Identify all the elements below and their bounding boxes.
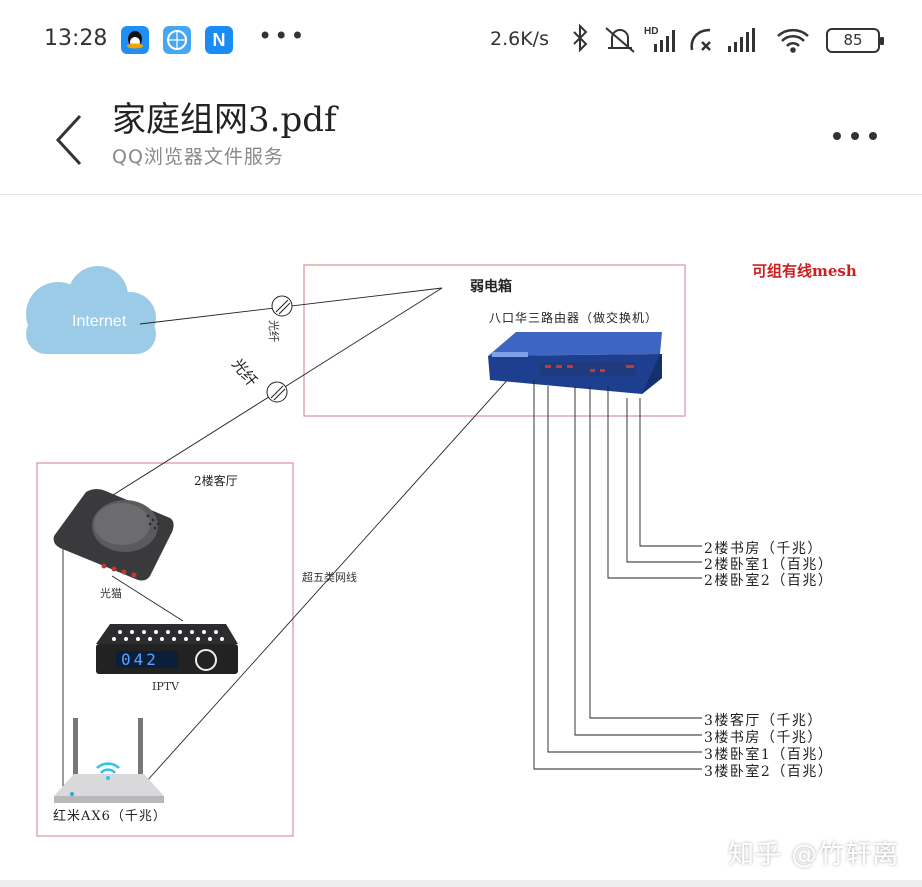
status-more-icon: ••• (258, 22, 307, 50)
port-3f-study: 3楼书房（千兆） (704, 730, 823, 746)
weak-box-title: 弱电箱 (470, 279, 512, 295)
port-lines (533, 380, 702, 770)
back-icon[interactable] (50, 110, 90, 170)
router-title: 八口华三路由器（做交换机） (489, 311, 659, 325)
mesh-note: 可组有线mesh (752, 262, 857, 280)
status-icons: HD (573, 23, 809, 53)
watermark: 知乎 @竹轩离 (728, 840, 900, 870)
page-subtitle: QQ浏览器文件服务 (112, 146, 284, 168)
port-3f-bedroom1: 3楼卧室1（百兆） (704, 747, 834, 763)
more-icon[interactable] (825, 124, 885, 148)
call-icon (690, 28, 711, 51)
browser-icon (163, 26, 191, 54)
mute-icon (605, 27, 635, 53)
wifi-icon (777, 28, 809, 53)
bottom-strip (0, 880, 922, 887)
cat5e-label: 超五类网线 (302, 571, 357, 584)
living-room-frame (36, 462, 294, 837)
signal-icon: HD (644, 26, 675, 52)
switch-device-icon (488, 332, 662, 394)
app-header: 家庭组网3.pdf QQ浏览器文件服务 (0, 80, 922, 195)
port-3f-living: 3楼客厅（千兆） (704, 713, 823, 729)
fiber-label-1: 光纤 (267, 320, 280, 342)
optical-modem-label: 光猫 (100, 587, 122, 600)
qq-icon (121, 26, 149, 54)
port-2f-bedroom1: 2楼卧室1（百兆） (704, 557, 834, 573)
n-app-icon: N (205, 26, 233, 54)
signal-icon-2 (728, 28, 755, 52)
port-3f-bedroom2: 3楼卧室2（百兆） (704, 764, 834, 780)
pdf-page: Internet 光纤 光纤 弱电箱 八口华三路由器（做交换机） 可组有线mes… (0, 196, 922, 880)
cloud-icon (26, 266, 156, 354)
living-room-title: 2楼客厅 (194, 474, 238, 488)
fiber-connector-icon-2 (266, 381, 288, 403)
status-bar: 13:28 N ••• 2.6K/s HD (0, 0, 922, 80)
wifi-router-icon (54, 718, 164, 803)
optical-modem-icon (53, 489, 174, 581)
weak-box-frame (303, 264, 686, 417)
page-title: 家庭组网3.pdf (112, 100, 337, 140)
router-ax6-label: 红米AX6（千兆） (53, 809, 167, 824)
iptv-display: 042 (121, 650, 159, 669)
iptv-box-icon (96, 624, 238, 674)
network-diagram (26, 264, 702, 837)
port-2f-study: 2楼书房（千兆） (704, 541, 823, 557)
iptv-label: IPTV (152, 680, 180, 693)
status-time: 13:28 (44, 26, 108, 51)
internet-label: Internet (72, 313, 127, 330)
port-2f-bedroom2: 2楼卧室2（百兆） (704, 573, 834, 589)
network-speed: 2.6K/s (490, 28, 549, 50)
bluetooth-icon (573, 23, 588, 53)
battery-icon: 85 (826, 28, 884, 53)
cat5e-line (145, 365, 521, 783)
modem-iptv-line (111, 575, 184, 622)
fiber-connector-icon (271, 295, 293, 317)
battery-level: 85 (843, 31, 863, 49)
svg-text:HD: HD (644, 26, 658, 37)
